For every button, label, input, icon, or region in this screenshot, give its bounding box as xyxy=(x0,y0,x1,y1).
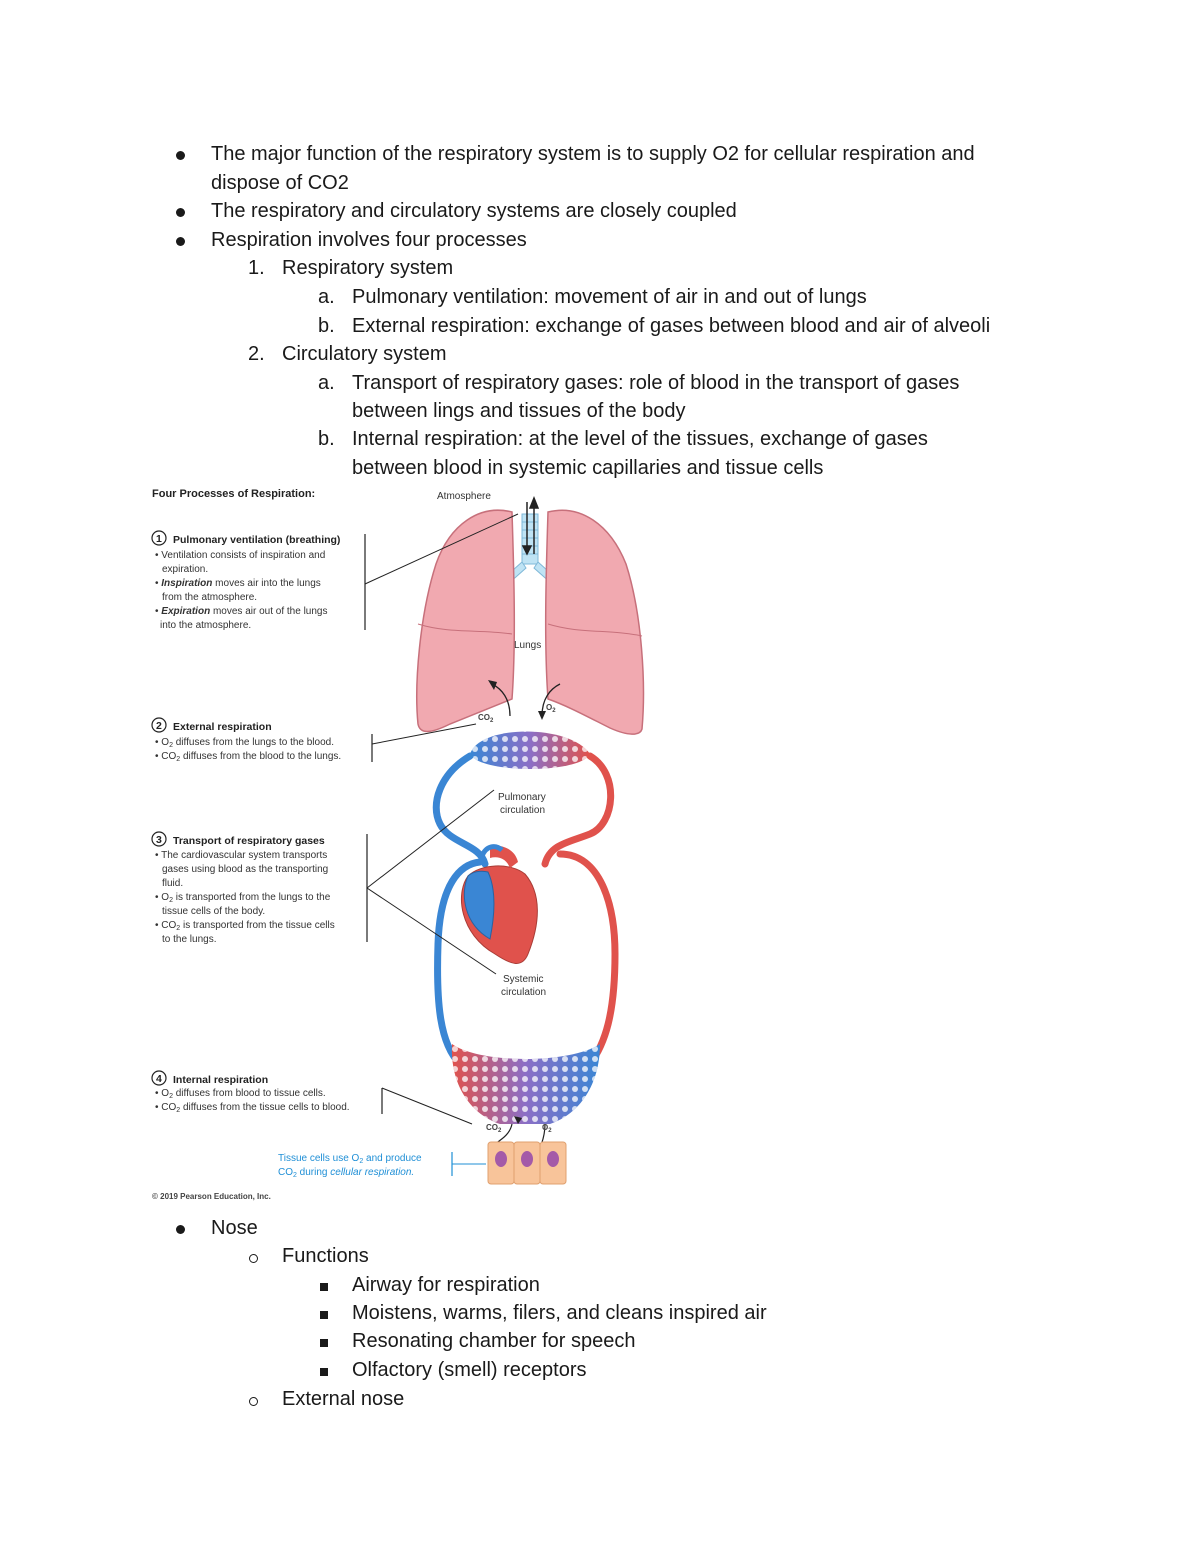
right-lung-shape xyxy=(544,509,645,735)
step-1-line: • Inspiration moves air into the lungs xyxy=(155,578,321,589)
step-number: 4 xyxy=(156,1073,162,1085)
copyright-notice: © 2019 Pearson Education, Inc. xyxy=(152,1192,271,1201)
square-bullet-icon xyxy=(320,1339,328,1347)
step-number: 3 xyxy=(156,834,162,846)
step-1-annotation: 1 Pulmonary ventilation (breathing) • Ve… xyxy=(151,513,519,631)
step-3-line: • The cardiovascular system transports xyxy=(155,850,327,861)
sub-item-external-nose: External nose xyxy=(282,1388,405,1410)
sub-item-transport-line2: between lings and tissues of the body xyxy=(352,400,686,422)
tissue-cells xyxy=(487,1141,567,1185)
list-marker: 2. xyxy=(248,343,265,365)
function-airway: Airway for respiration xyxy=(352,1274,540,1296)
bullet-icon xyxy=(176,151,185,160)
list-marker: a. xyxy=(318,286,335,308)
respiration-diagram: Four Processes of Respiration: Atmospher… xyxy=(151,488,645,1201)
heart-shape xyxy=(461,844,538,964)
step-3-heading: Transport of respiratory gases xyxy=(173,835,325,847)
tissue-caption-line1: Tissue cells use O2 and produce xyxy=(278,1153,422,1165)
step-4-line: • O2 diffuses from blood to tissue cells… xyxy=(155,1088,326,1100)
sub-item-external-respiration: External respiration: exchange of gases … xyxy=(352,315,991,337)
list-marker: b. xyxy=(318,315,335,337)
tissue-caption-line2: CO2 during cellular respiration. xyxy=(278,1167,414,1179)
function-moistens: Moistens, warms, filers, and cleans insp… xyxy=(352,1302,767,1324)
systemic-capillary-bed xyxy=(451,1044,600,1124)
list-item-nose: Nose xyxy=(211,1217,258,1239)
sub-item-functions: Functions xyxy=(282,1245,369,1267)
list-marker: a. xyxy=(318,372,335,394)
list-item-coupled-systems: The respiratory and circulatory systems … xyxy=(211,200,737,222)
step-1-line: • Expiration moves air out of the lungs xyxy=(155,606,327,617)
step-3-line: • CO2 is transported from the tissue cel… xyxy=(155,920,335,932)
step-3-line: to the lungs. xyxy=(162,934,216,945)
step-3-line: tissue cells of the body. xyxy=(162,906,265,917)
list-marker: 1. xyxy=(248,257,265,279)
lungs-label: Lungs xyxy=(514,640,541,651)
square-bullet-icon xyxy=(320,1311,328,1319)
bullet-icon xyxy=(176,237,185,246)
sub-item-respiratory-system: Respiratory system xyxy=(282,257,454,279)
list-item-four-processes: Respiration involves four processes xyxy=(211,229,527,251)
step-3-line: fluid. xyxy=(162,878,183,889)
co2-tissue-label: CO2 xyxy=(486,1123,502,1134)
step-1-heading: Pulmonary ventilation (breathing) xyxy=(173,534,340,546)
bullet-icon xyxy=(176,208,185,217)
step-2-heading: External respiration xyxy=(173,721,272,733)
o2-lung-label: O2 xyxy=(546,703,556,714)
atmosphere-label: Atmosphere xyxy=(437,491,491,502)
hollow-bullet-icon xyxy=(249,1397,258,1406)
step-4-annotation: 4 Internal respiration • O2 diffuses fro… xyxy=(151,1070,473,1125)
tissue-caption: Tissue cells use O2 and produce CO2 duri… xyxy=(278,1152,486,1179)
step-number: 2 xyxy=(156,720,162,732)
sub-item-internal-line2: between blood in systemic capillaries an… xyxy=(352,457,824,479)
left-lung-shape xyxy=(416,509,516,733)
step-number: 1 xyxy=(156,533,162,545)
step-3-line: • O2 is transported from the lungs to th… xyxy=(155,892,331,904)
step-4-line: • CO2 diffuses from the tissue cells to … xyxy=(155,1102,350,1114)
square-bullet-icon xyxy=(320,1283,328,1291)
list-item-major-function-line2: dispose of CO2 xyxy=(211,172,349,194)
function-olfactory: Olfactory (smell) receptors xyxy=(352,1359,587,1381)
diagram-title: Four Processes of Respiration: xyxy=(152,488,315,500)
sub-item-pulmonary-ventilation: Pulmonary ventilation: movement of air i… xyxy=(352,286,867,308)
list-item-major-function-line1: The major function of the respiratory sy… xyxy=(211,143,975,165)
step-3-line: gases using blood as the transporting xyxy=(162,864,328,875)
sub-item-circulatory-system: Circulatory system xyxy=(282,343,447,365)
sub-item-internal-line1: Internal respiration: at the level of th… xyxy=(352,428,928,450)
airflow-arrows-icon xyxy=(521,495,540,556)
o2-tissue-label: O2 xyxy=(542,1123,552,1134)
step-1-line: into the atmosphere. xyxy=(160,620,251,631)
square-bullet-icon xyxy=(320,1368,328,1376)
hollow-bullet-icon xyxy=(249,1254,258,1263)
co2-lung-label: CO2 xyxy=(478,713,494,724)
sub-item-transport-line1: Transport of respiratory gases: role of … xyxy=(352,372,960,394)
pulmonary-capillary-bed xyxy=(470,731,590,769)
list-marker: b. xyxy=(318,428,335,450)
step-1-line: expiration. xyxy=(162,564,208,575)
step-2-annotation: 2 External respiration • O2 diffuses fro… xyxy=(151,717,477,763)
blood-vessels xyxy=(432,752,619,1068)
bullet-icon xyxy=(176,1225,185,1234)
step-1-line: from the atmosphere. xyxy=(162,592,257,603)
step-4-heading: Internal respiration xyxy=(173,1074,268,1086)
step-2-line: • O2 diffuses from the lungs to the bloo… xyxy=(155,737,334,749)
step-2-line: • CO2 diffuses from the blood to the lun… xyxy=(155,751,341,763)
function-resonating: Resonating chamber for speech xyxy=(352,1330,636,1352)
step-3-annotation: 3 Transport of respiratory gases • The c… xyxy=(151,789,497,975)
step-1-line: • Ventilation consists of inspiration an… xyxy=(155,550,325,561)
